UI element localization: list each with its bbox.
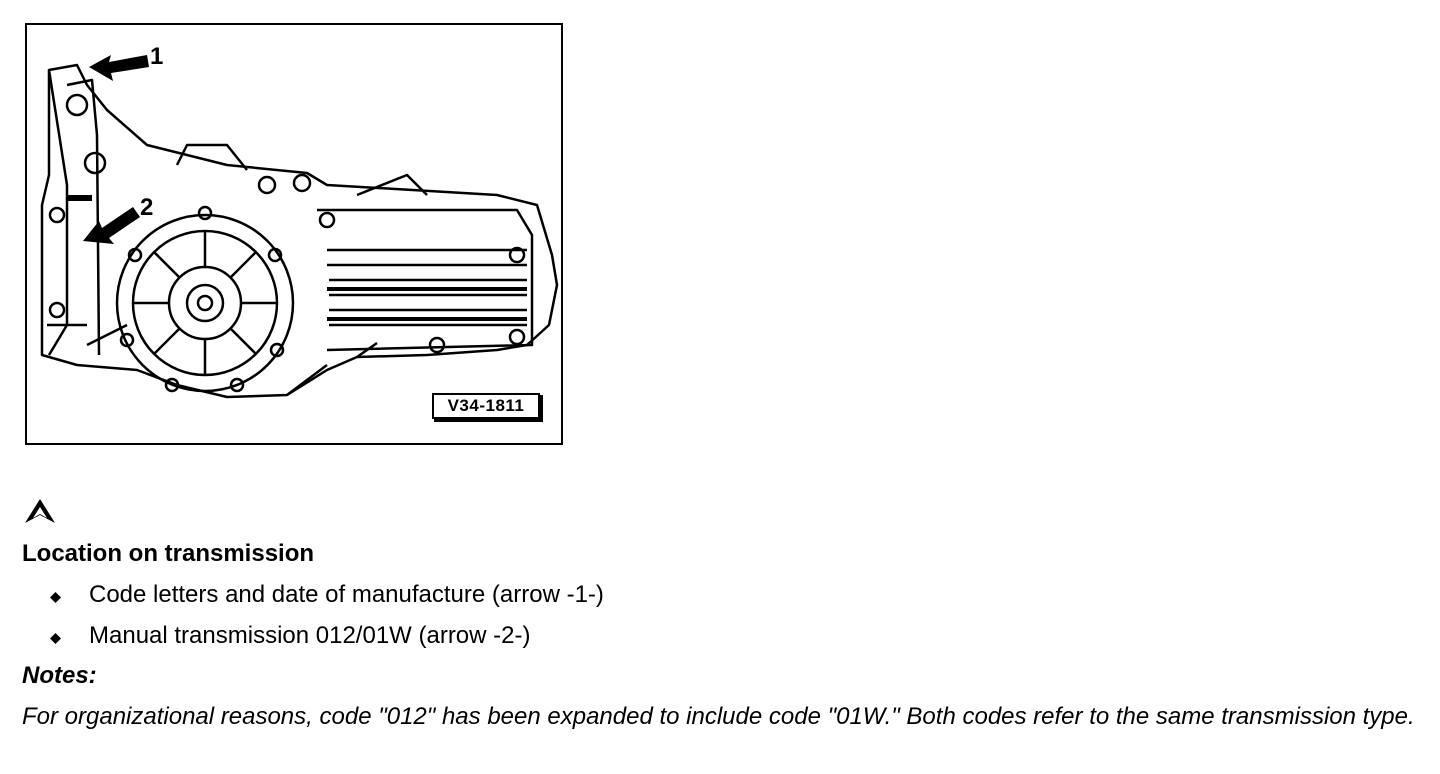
- list-item: Code letters and date of manufacture (ar…: [0, 580, 604, 621]
- bullet-text: Manual transmission 012/01W (arrow -2-): [89, 622, 531, 649]
- a-mark-icon: [25, 499, 55, 523]
- notes-body: For organizational reasons, code "012" h…: [22, 703, 1415, 730]
- section-heading: Location on transmission: [22, 540, 315, 567]
- figure-frame: 1 2 V34-1811: [25, 23, 563, 445]
- transmission-drawing: [40, 55, 559, 399]
- diamond-bullet-icon: [50, 633, 61, 644]
- callout-2: 2: [140, 194, 154, 221]
- diamond-bullet-icon: [50, 592, 61, 603]
- figure-id-label: V34-1811: [432, 393, 543, 422]
- bullet-list: Code letters and date of manufacture (ar…: [0, 580, 604, 662]
- list-item: Manual transmission 012/01W (arrow -2-): [0, 621, 604, 662]
- bullet-text: Code letters and date of manufacture (ar…: [89, 581, 604, 608]
- callout-1: 1: [150, 43, 164, 70]
- notes-heading: Notes:: [22, 662, 97, 689]
